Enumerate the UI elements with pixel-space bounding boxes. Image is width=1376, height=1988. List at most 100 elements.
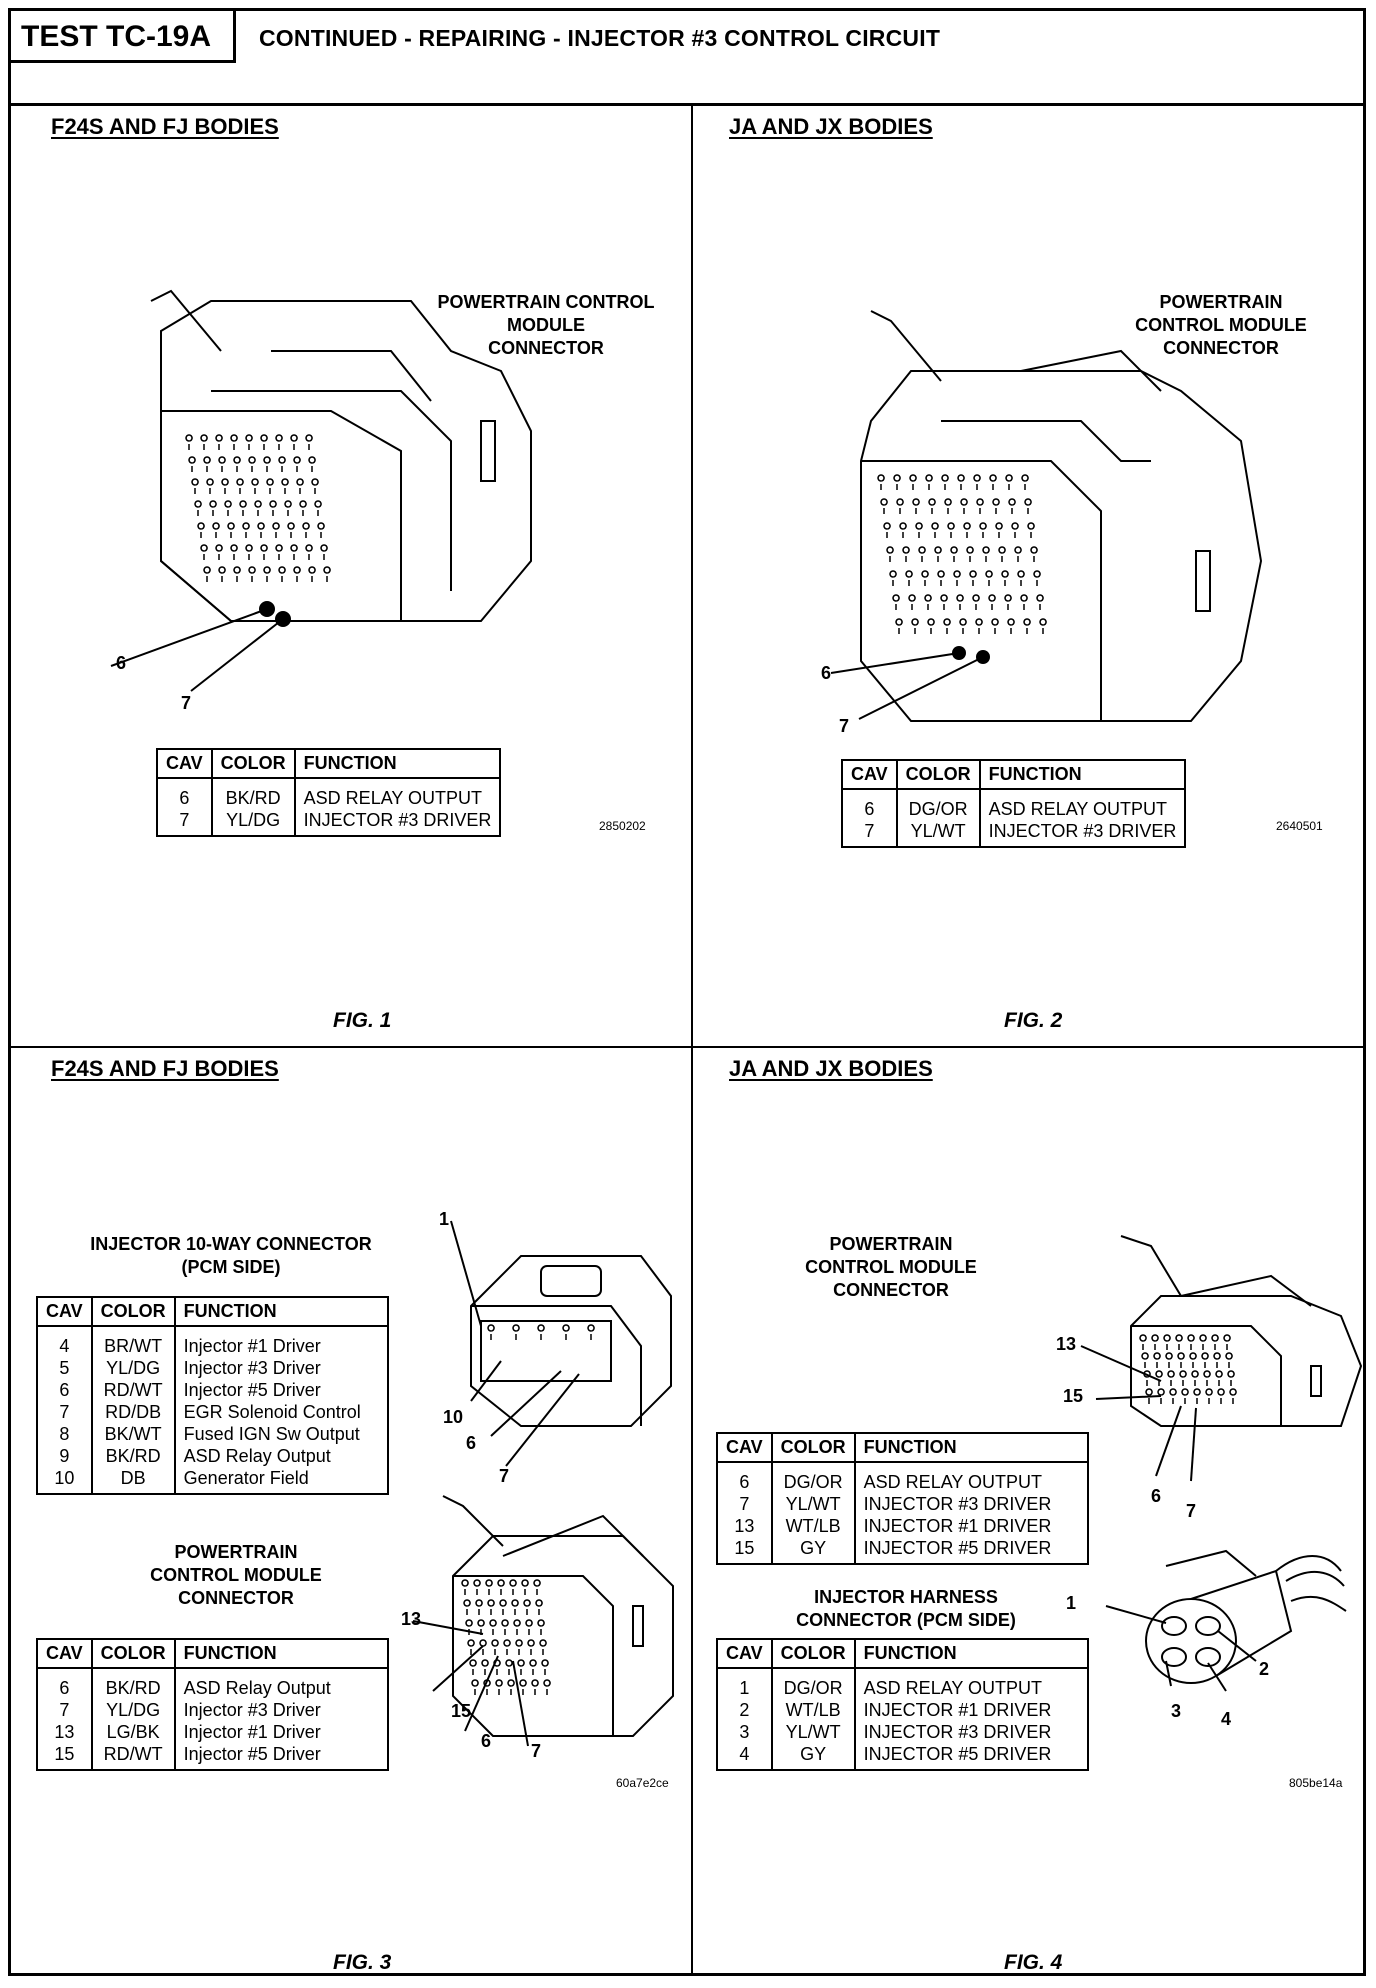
pin-icon — [1199, 1334, 1207, 1350]
pin-icon — [535, 1599, 543, 1615]
cell-color: GY — [771, 1743, 856, 1769]
pin-icon — [979, 522, 987, 538]
cell-color: YL/DG — [91, 1357, 176, 1379]
col-color: COLOR — [91, 1298, 176, 1327]
pin-icon — [1189, 1352, 1197, 1368]
pin-icon — [905, 570, 913, 586]
cell-function: EGR Solenoid Control — [183, 1402, 361, 1422]
fig4-caption-line: INJECTOR HARNESS — [814, 1587, 998, 1607]
fig2-callout-6: 6 — [821, 663, 832, 683]
pin-icon — [944, 498, 952, 514]
pin-icon — [257, 522, 265, 538]
pin-icon — [989, 474, 997, 490]
fig2-callout-7: 7 — [839, 716, 850, 736]
fig2-caption-line: POWERTRAIN — [1159, 292, 1283, 312]
pin-icon — [1205, 1388, 1213, 1404]
pin-icon — [992, 498, 1000, 514]
table-row: 6 BK/RD ASD RELAY OUTPUT — [158, 778, 499, 809]
pin-icon — [562, 1324, 570, 1340]
pin-icon — [1008, 498, 1016, 514]
pin-icon — [1217, 1388, 1225, 1404]
pin-icon — [233, 566, 241, 582]
test-id: TEST TC-19A — [11, 11, 236, 63]
pin-icon — [1039, 618, 1047, 634]
pin-icon — [921, 570, 929, 586]
cell-color: DB — [91, 1467, 176, 1493]
cell-cav: 13 — [718, 1515, 773, 1537]
cell-color: BK/RD — [91, 1668, 176, 1699]
cell-cav: 6 — [718, 1462, 773, 1493]
fig4-caption-line: POWERTRAIN — [829, 1234, 953, 1254]
pin-icon — [317, 522, 325, 538]
pin-icon — [266, 478, 274, 494]
cell-function: INJECTOR #3 DRIVER — [303, 810, 492, 830]
cell-color: BK/WT — [91, 1423, 176, 1445]
pin-icon — [950, 546, 958, 562]
injector-10-way-connector-drawing — [450, 1220, 672, 1467]
fig1-title: F24S AND FJ BODIES — [51, 114, 279, 139]
cell-cav: 4 — [38, 1326, 93, 1357]
cell-color: BK/RD — [211, 778, 296, 809]
pin-icon — [221, 478, 229, 494]
pin-icon — [973, 474, 981, 490]
cell-color: YL/WT — [771, 1721, 856, 1743]
pin-icon — [966, 546, 974, 562]
pin-icon — [587, 1324, 595, 1340]
cell-color: RD/WT — [91, 1743, 176, 1769]
pin-icon — [998, 546, 1006, 562]
pin-icon — [197, 522, 205, 538]
fig3-caption-line: CONTROL MODULE — [150, 1565, 322, 1585]
fig1-table: CAV COLOR FUNCTION 6 BK/RD ASD RELAY OUT… — [156, 748, 502, 837]
pin-icon — [469, 1659, 477, 1675]
pin-icon — [242, 522, 250, 538]
pin-icon — [467, 1639, 475, 1655]
pin-icon — [191, 478, 199, 494]
pin-icon — [991, 618, 999, 634]
fig4-image-code: 805be14a — [1289, 1776, 1343, 1790]
cell-cav: 15 — [718, 1537, 773, 1563]
pin-icon — [293, 566, 301, 582]
fig4-harness-callout-2: 2 — [1259, 1659, 1270, 1679]
pin-icon — [543, 1679, 551, 1695]
pin-icon — [487, 1324, 495, 1340]
pin-icon — [305, 434, 313, 450]
fig4-title: JA AND JX BODIES — [729, 1056, 933, 1081]
pin-icon — [497, 1579, 505, 1595]
pin-icon — [915, 522, 923, 538]
pin-icon — [305, 544, 313, 560]
pin-icon — [1181, 1388, 1189, 1404]
pin-icon — [1169, 1388, 1177, 1404]
pin-icon — [1229, 1388, 1237, 1404]
cell-function: Injector #3 Driver — [183, 1700, 321, 1720]
pin-icon — [203, 566, 211, 582]
fig3-caption-line: INJECTOR 10-WAY CONNECTOR — [90, 1234, 372, 1254]
pin-icon — [1167, 1370, 1175, 1386]
pin-icon — [889, 570, 897, 586]
col-function: FUNCTION — [854, 1434, 1087, 1463]
pin-icon — [931, 522, 939, 538]
pin-icon — [531, 1679, 539, 1695]
table-row: 6 DG/OR ASD RELAY OUTPUT — [843, 789, 1184, 820]
pin-icon — [1193, 1388, 1201, 1404]
pin-icon — [909, 474, 917, 490]
pin-icon — [515, 1639, 523, 1655]
pcm-connector-drawing — [412, 1495, 674, 1747]
col-cav: CAV — [158, 750, 213, 779]
pin-icon — [263, 456, 271, 472]
pin-icon — [883, 522, 891, 538]
pin-icon — [1033, 570, 1041, 586]
col-color: COLOR — [771, 1640, 856, 1669]
pin-icon — [248, 566, 256, 582]
cell-color: YL/DG — [211, 809, 296, 835]
pin-icon — [975, 618, 983, 634]
fig1-label: FIG. 1 — [333, 1009, 392, 1032]
pin-icon — [893, 474, 901, 490]
cell-cav: 6 — [843, 789, 898, 820]
cell-function: Generator Field — [183, 1468, 309, 1488]
pin-icon — [499, 1599, 507, 1615]
pin-icon — [1215, 1370, 1223, 1386]
pin-icon — [290, 544, 298, 560]
